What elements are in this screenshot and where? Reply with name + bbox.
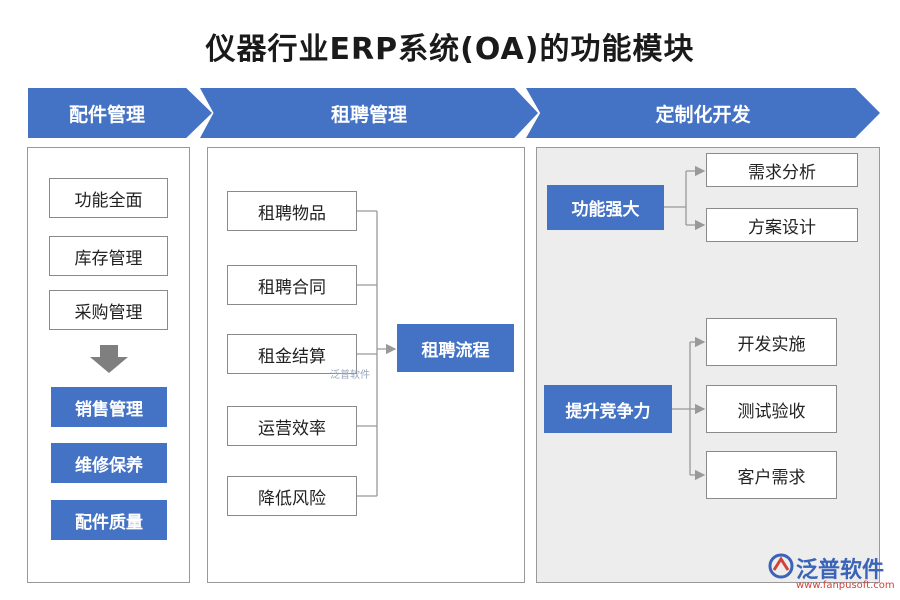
- item-rental-contract: 租聘合同: [227, 265, 357, 305]
- down-arrow-icon: [90, 345, 128, 373]
- watermark: 泛普软件: [330, 370, 370, 381]
- section-header-custom-development: 定制化开发: [526, 88, 880, 138]
- fanpu-logo-icon: [768, 553, 794, 579]
- page-title: 仪器行业ERP系统(OA)的功能模块: [205, 32, 695, 67]
- item-testing-acceptance: 测试验收: [706, 385, 837, 433]
- item-operating-efficiency: 运营效率: [227, 406, 357, 446]
- item-solution-design: 方案设计: [706, 208, 858, 242]
- item-requirement-analysis: 需求分析: [706, 153, 858, 187]
- item-powerful-functions: 功能强大: [547, 185, 664, 230]
- item-customer-requirements: 客户需求: [706, 451, 837, 499]
- section-header-rental-management: 租聘管理: [200, 88, 538, 138]
- item-sales-management: 销售管理: [51, 387, 167, 427]
- item-rental-process: 租聘流程: [397, 324, 514, 372]
- section-header-parts-management: 配件管理: [28, 88, 212, 138]
- logo-name: 泛普软件: [796, 558, 885, 583]
- item-improve-competitiveness: 提升竞争力: [544, 385, 672, 433]
- item-development-implementation: 开发实施: [706, 318, 837, 366]
- item-purchase-management: 采购管理: [49, 290, 168, 330]
- item-inventory-management: 库存管理: [49, 236, 168, 276]
- item-maintenance: 维修保养: [51, 443, 167, 483]
- item-reduce-risk: 降低风险: [227, 476, 357, 516]
- logo-url: www.fanpusoft.com: [796, 580, 895, 591]
- item-parts-quality: 配件质量: [51, 500, 167, 540]
- item-full-functionality: 功能全面: [49, 178, 168, 218]
- item-rental-goods: 租聘物品: [227, 191, 357, 231]
- item-rent-settlement: 租金结算: [227, 334, 357, 374]
